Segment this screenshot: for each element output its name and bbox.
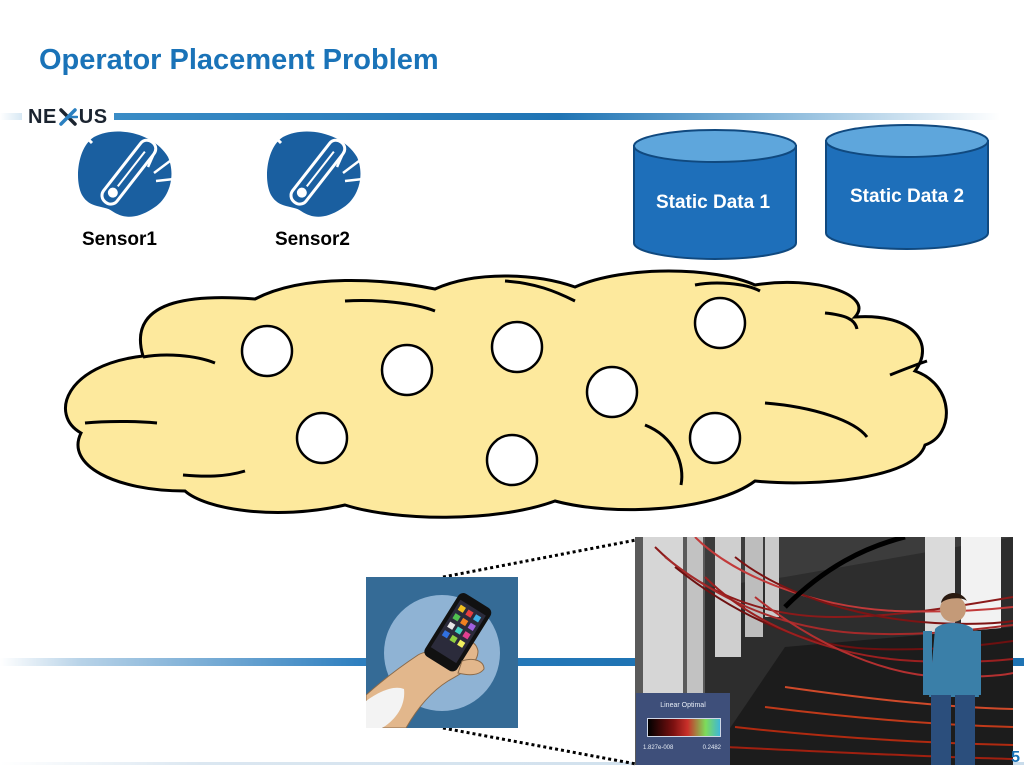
network-node <box>693 296 747 350</box>
network-node <box>485 433 539 487</box>
network-node <box>240 324 294 378</box>
legend-min-value: 1.827e-008 <box>643 745 674 751</box>
network-node <box>380 343 434 397</box>
logo-text-left: NE <box>28 105 57 128</box>
legend-max-value: 0.2482 <box>702 745 721 751</box>
sensor2-thermometer-icon <box>267 131 364 217</box>
sensor1-thermometer-icon <box>78 131 175 217</box>
person-figure <box>923 592 981 765</box>
sensor1-label: Sensor1 <box>82 229 157 250</box>
nexus-logo: NE US <box>22 104 114 130</box>
sensor2-label: Sensor2 <box>275 229 350 250</box>
network-nodes <box>240 296 747 487</box>
static-data-2-label: Static Data 2 <box>849 186 965 207</box>
static-data-1-label: Static Data 1 <box>655 192 771 213</box>
static-data-2-cylinder-icon <box>825 124 989 250</box>
logo-x-icon <box>59 108 78 126</box>
legend-title: Linear Optimal <box>660 702 706 709</box>
logo-text-right: US <box>78 105 108 128</box>
network-node <box>585 365 639 419</box>
header-divider-bar <box>0 113 1024 120</box>
smartphone-in-hand-image <box>366 577 518 728</box>
static-data-1-cylinder-icon <box>633 129 797 260</box>
legend-color-ramp <box>647 718 721 737</box>
network-node <box>688 411 742 465</box>
network-node <box>490 320 544 374</box>
network-node <box>295 411 349 465</box>
page-number: 5 <box>1011 749 1020 766</box>
visualization-legend: Linear Optimal 1.827e-008 0.2482 <box>636 693 730 765</box>
network-cloud <box>64 269 948 519</box>
slide-title: Operator Placement Problem <box>39 44 439 76</box>
